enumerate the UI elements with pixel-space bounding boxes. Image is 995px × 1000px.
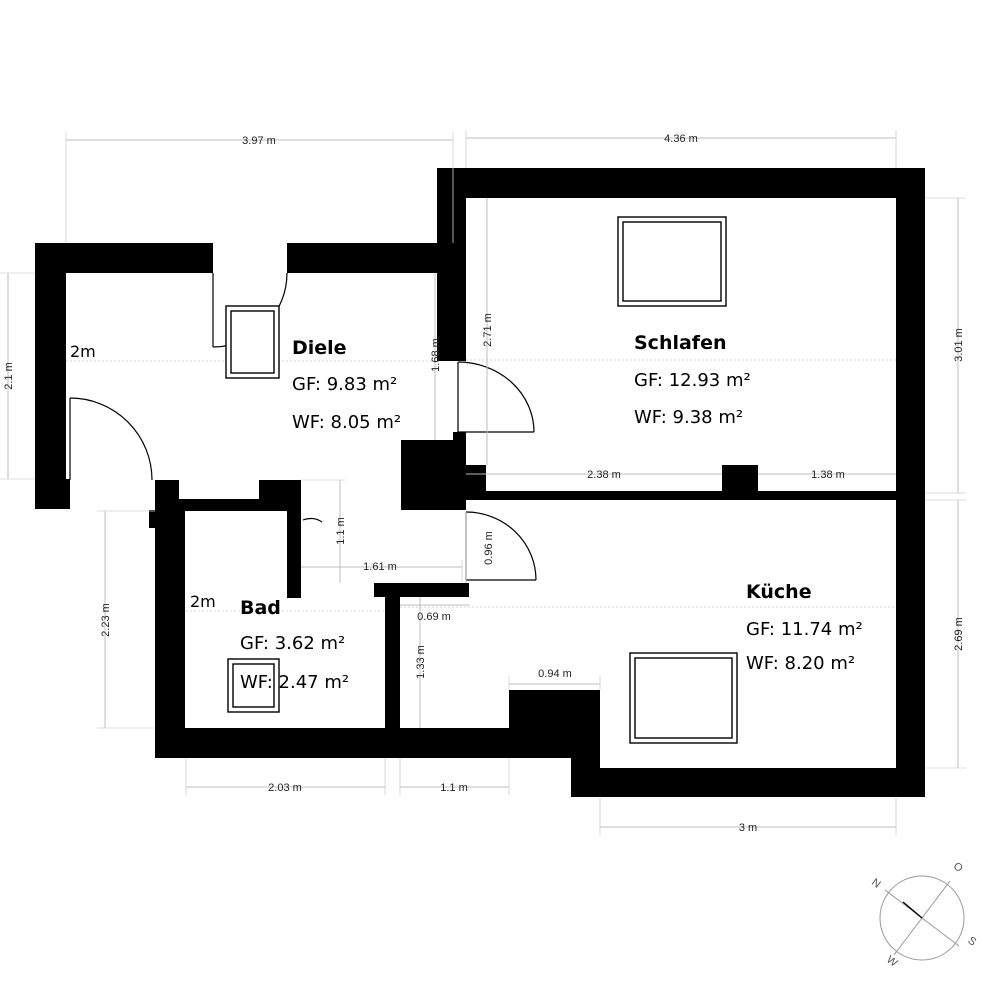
room-living-area: WF: 8.05 m² (292, 412, 401, 433)
schlafen-skylight (617, 216, 727, 307)
height-reference-lines (66, 359, 896, 612)
room-living-area: WF: 9.38 m² (634, 407, 743, 428)
dim-door-gap: 0.96 m (483, 531, 495, 565)
dim-schlafen-inner: 2.71 m (482, 313, 494, 347)
kueche-skylight (629, 652, 738, 744)
skylights (225, 216, 738, 744)
compass-east-label: O (951, 860, 965, 875)
dim-right-lower: 2.69 m (953, 617, 965, 651)
dim-kueche-notch: 0.69 m (417, 611, 451, 623)
dim-bad-height: 2.23 m (100, 603, 112, 637)
bad-door (302, 517, 323, 523)
dim-kueche-inner-vertical: 1.33 m (415, 645, 427, 679)
walls (35, 168, 925, 797)
compass-north-label: N (869, 876, 883, 890)
dim-hall-vertical: 1.1 m (335, 517, 347, 545)
room-name: Schlafen (634, 332, 727, 354)
room-schlafen: Schlafen GF: 12.93 m² WF: 9.38 m² (634, 332, 751, 428)
compass-south-label: S (965, 935, 978, 949)
dimension-lines (0, 130, 966, 835)
dim-schlafen-bottom-left: 2.38 m (587, 469, 621, 481)
compass-circle (879, 875, 965, 961)
compass-rose: N O S W (869, 860, 978, 970)
dim-hall-horizontal: 1.61 m (363, 561, 397, 573)
bad-ceiling-height: 2m (190, 592, 216, 611)
bad-skylight (227, 658, 280, 713)
room-living-area: WF: 8.20 m² (746, 653, 855, 674)
dim-bottom-right: 3 m (739, 822, 757, 834)
dim-right-upper: 3.01 m (953, 328, 965, 362)
room-gross-area: GF: 12.93 m² (634, 370, 751, 391)
room-name: Bad (240, 597, 281, 619)
dim-bottom-mid: 1.1 m (440, 782, 468, 794)
room-living-area: WF: 2.47 m² (240, 672, 349, 693)
dim-kueche-step: 0.94 m (538, 668, 572, 680)
room-name: Küche (746, 581, 812, 603)
dim-schlafen-bottom-right: 1.38 m (811, 469, 845, 481)
dim-diele-inner: 1.68 m (430, 338, 442, 372)
dim-bottom-bad: 2.03 m (268, 782, 302, 794)
schlafen-door (457, 361, 535, 433)
room-gross-area: GF: 11.74 m² (746, 619, 863, 640)
room-kueche: Küche GF: 11.74 m² WF: 8.20 m² (746, 581, 863, 674)
diele-skylight (225, 305, 280, 379)
room-gross-area: GF: 3.62 m² (240, 633, 345, 654)
dim-left-height: 2.1 m (3, 362, 15, 390)
compass-needle (902, 901, 923, 919)
room-gross-area: GF: 9.83 m² (292, 374, 397, 395)
dim-top-right: 4.36 m (664, 133, 698, 145)
compass-west-label: W (884, 954, 900, 970)
dim-top-left: 3.97 m (242, 135, 276, 147)
diele-left-door (69, 397, 153, 481)
kueche-door (465, 511, 537, 581)
diele-ceiling-height: 2m (70, 342, 96, 361)
room-name: Diele (292, 337, 347, 359)
dimension-labels: 3.97 m 4.36 m 2.38 m 1.38 m 1.61 m 0.69 … (3, 133, 965, 834)
room-diele: Diele GF: 9.83 m² WF: 8.05 m² (292, 337, 401, 433)
room-bad: Bad GF: 3.62 m² WF: 2.47 m² (240, 597, 349, 693)
